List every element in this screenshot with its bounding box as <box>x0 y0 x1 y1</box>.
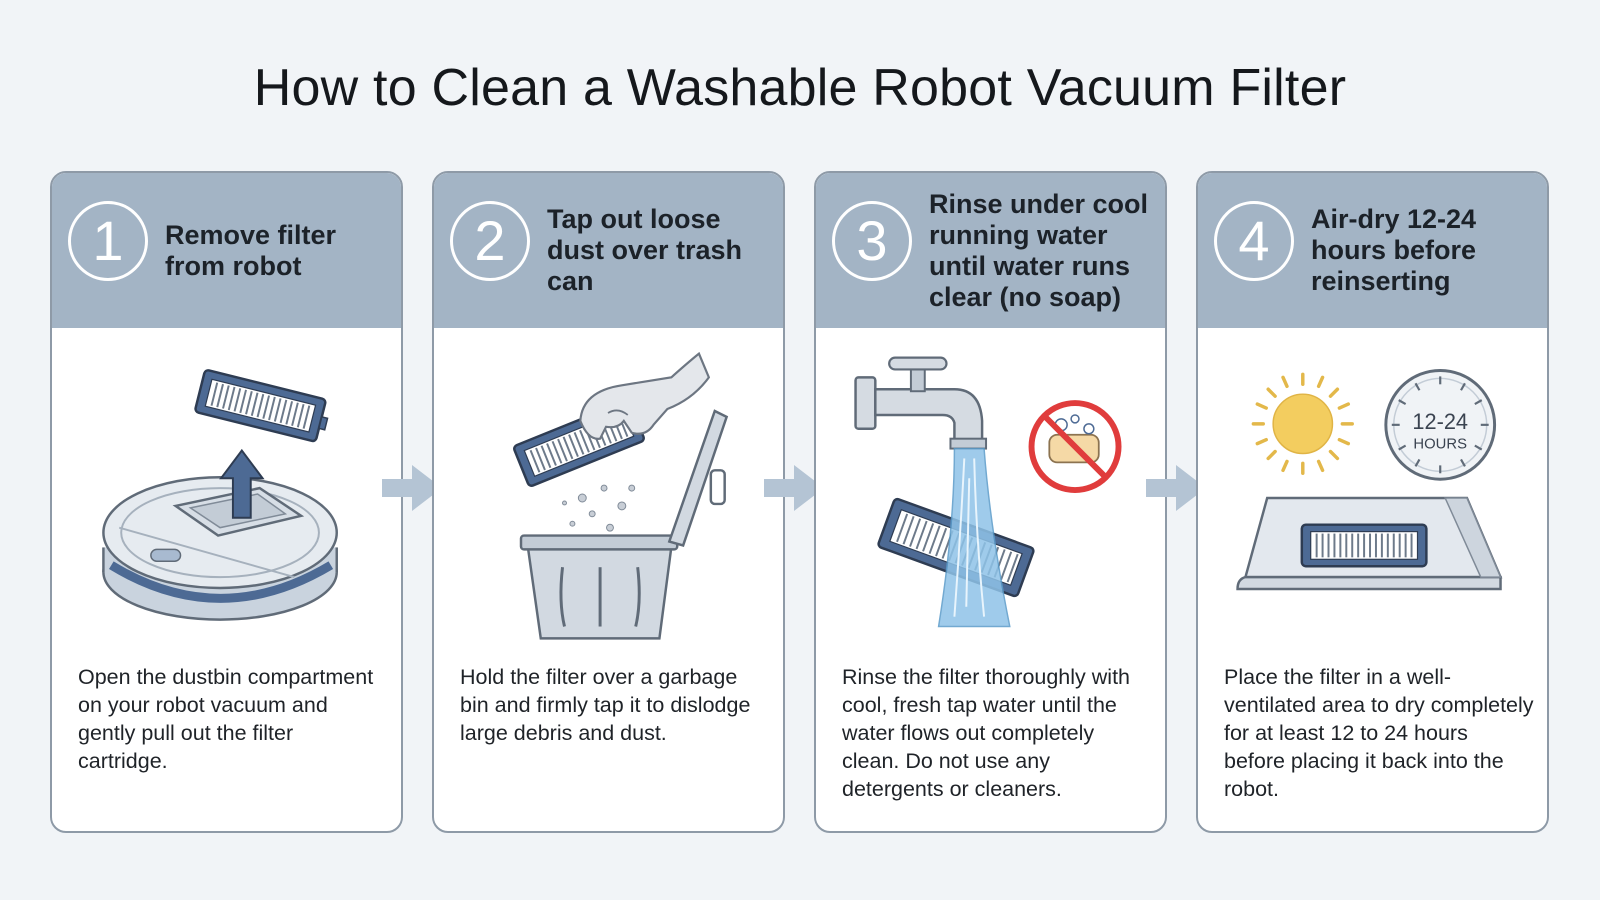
step-header-2: 2 Tap out loose dust over trash can <box>434 173 783 328</box>
step-description-3: Rinse the filter thoroughly with cool, f… <box>842 665 1131 801</box>
faucet-rinse-icon <box>854 356 1122 628</box>
step-number-3: 3 <box>832 201 912 281</box>
step-card-3: 3 Rinse under cool running water until w… <box>814 171 1167 833</box>
clock-unit: HOURS <box>1413 437 1467 453</box>
page-title: How to Clean a Washable Robot Vacuum Fil… <box>253 59 1347 117</box>
step-card-4: 4 Air-dry 12-24 hours before reinserting <box>1196 171 1549 833</box>
step-card-2: 2 Tap out loose dust over trash can Hold… <box>432 171 785 833</box>
step-header-1: 1 Remove filter from robot <box>52 173 401 328</box>
drying-icon: 12-24 HOURS <box>1236 368 1503 591</box>
clock-value: 12-24 <box>1412 409 1468 434</box>
step-description-1: Open the dustbin compartment on your rob… <box>78 665 374 773</box>
step-number-2: 2 <box>450 201 530 281</box>
step-description-4: Place the filter in a well-ventilated ar… <box>1224 665 1534 801</box>
step-title-2: Tap out loose dust over trash can <box>547 204 743 296</box>
step-header-3: 3 Rinse under cool running water until w… <box>816 173 1165 328</box>
step-title-3: Rinse under cool running water until wat… <box>929 188 1149 312</box>
hand-trash-can-icon <box>513 351 729 640</box>
step-title-1: Remove filter from robot <box>165 219 337 281</box>
arrow-right-icon <box>1146 465 1206 511</box>
sun-icon <box>1251 372 1354 476</box>
step-title-4: Air-dry 12-24 hours before reinserting <box>1311 204 1477 296</box>
clock-icon: 12-24 HOURS <box>1384 368 1497 481</box>
step-header-4: 4 Air-dry 12-24 hours before reinserting <box>1198 173 1547 328</box>
step-number-1: 1 <box>68 201 148 281</box>
step-card-1: 1 Remove filter from robot Open the dust… <box>50 171 403 833</box>
arrow-right-icon <box>382 465 442 511</box>
step-description-2: Hold the filter over a garbage bin and f… <box>460 665 751 745</box>
robot-vacuum-icon <box>102 369 338 621</box>
arrow-right-icon <box>764 465 824 511</box>
step-number-4: 4 <box>1214 201 1294 281</box>
